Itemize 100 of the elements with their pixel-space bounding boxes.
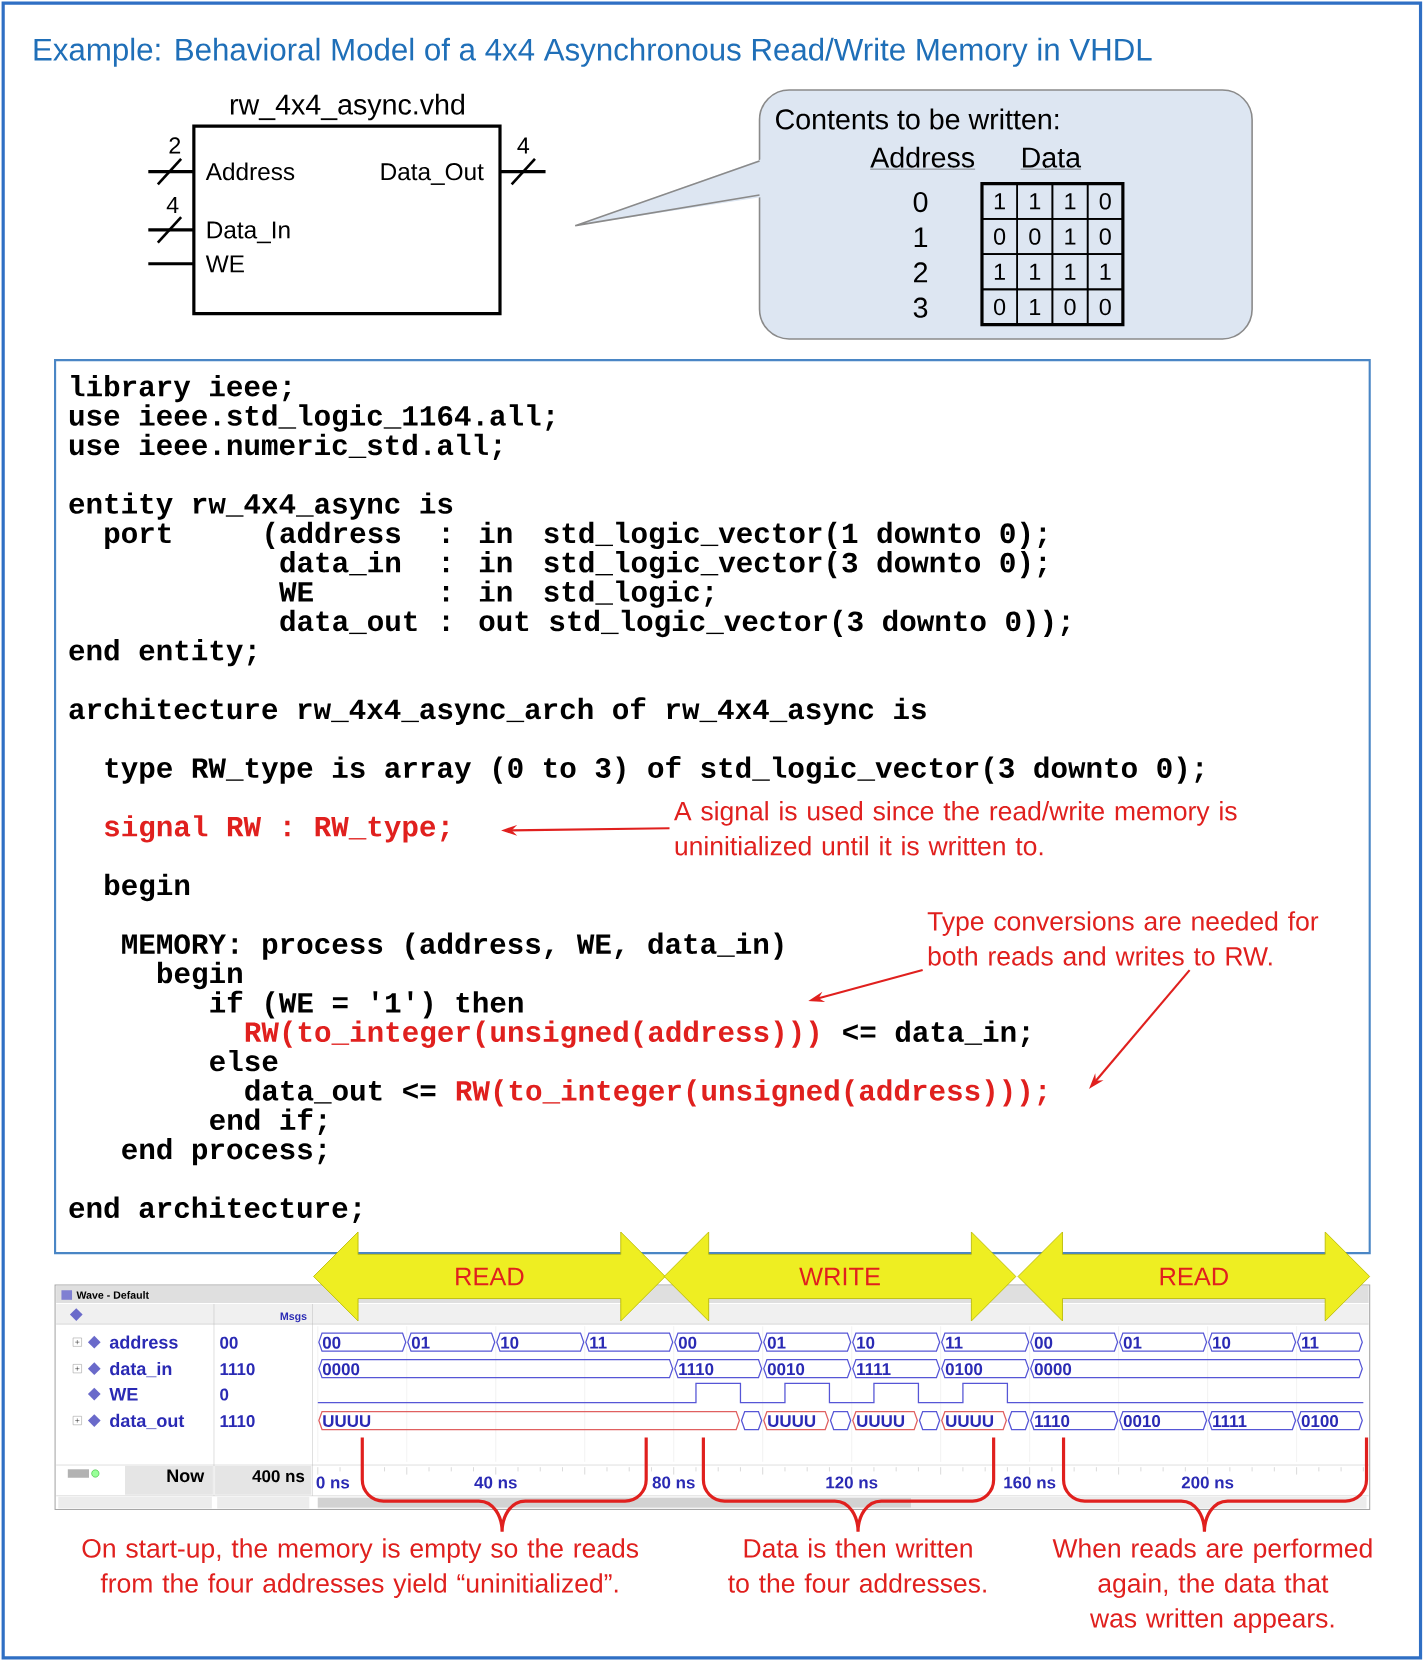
node-label: rw_4x4_async.vhd (231, 93, 465, 121)
bus-segment: 1111 (1208, 1410, 1297, 1431)
signal-name: WE (109, 1388, 138, 1401)
signal-name: data_out (110, 1413, 185, 1430)
code-line: : out std_logic_vector(3 downto 0)); (444, 609, 1069, 638)
table-cell: 0 (1016, 218, 1054, 255)
code-line: signal RW : RW_type; (105, 815, 449, 843)
table-cell: 0 (1086, 218, 1124, 255)
bus-segment: 1110 (1030, 1410, 1119, 1431)
code-line: entity rw_4x4_async is (69, 492, 453, 520)
time-label: 40 ns (474, 1476, 517, 1489)
code-line: end architecture; (69, 1196, 361, 1223)
bus-segment: 0100 (941, 1359, 1030, 1379)
time-label: 120 ns (826, 1476, 878, 1489)
code-line: : in (444, 521, 512, 543)
code-line: std_logic_vector(1 downto 0); (544, 521, 1046, 550)
code-line: library ieee; (71, 375, 291, 403)
time-label: 0 ns (316, 1476, 350, 1489)
bus-width: 4 (166, 196, 179, 213)
bus-segment: 10 (496, 1332, 585, 1352)
code-line: begin (158, 961, 242, 990)
bus-segment: 00 (318, 1332, 407, 1352)
code-line: MEMORY: process (address, WE, data_in) (122, 932, 783, 960)
signal-value: 1110 (220, 1363, 255, 1376)
code-line: (address (266, 521, 401, 549)
code-line: data_out <= (245, 1079, 436, 1104)
bus-segment: 10 (1208, 1332, 1297, 1352)
code-line: use ieee.numeric_std.all; (70, 433, 501, 461)
code-line: <= data_in; (843, 1020, 1029, 1047)
bus-segment: 01 (407, 1332, 496, 1352)
signal-value: 00 (220, 1336, 238, 1349)
time-label: 80 ns (652, 1476, 695, 1489)
table-cell: 1 (981, 253, 1019, 291)
table-cell: 1 (1051, 182, 1089, 220)
code-line: end if; (210, 1108, 326, 1135)
address-number: 3 (913, 297, 928, 318)
title: Example: Behavioral Model of a 4x4 Asynchronous Read/Write Memory in VHDL (34, 37, 1152, 67)
code-line: std_logic_vector(3 downto 0); (544, 551, 1046, 579)
table-cell: 0 (981, 288, 1019, 326)
code-line: : in (444, 580, 512, 602)
table-cell: 0 (981, 218, 1019, 255)
code-line: data_out (280, 609, 417, 635)
code-line: else (210, 1049, 278, 1072)
signal-name: address (109, 1335, 178, 1349)
annotation: A signal is used since the read/write memory is uninitialized until it is written to. (674, 801, 1237, 856)
bus-segment: UUUU (318, 1410, 741, 1431)
code-box (54, 359, 1371, 1255)
table-cell: 0 (1086, 288, 1124, 326)
annotation: Type conversions are needed for both reads and writes to RW. (927, 911, 1319, 966)
table-cell: 1 (1086, 253, 1124, 291)
status-cell: Now (125, 1466, 214, 1495)
address-number: 0 (913, 191, 928, 213)
table-cell: 1 (1016, 288, 1054, 326)
bus-segment: 0000 (1030, 1359, 1364, 1379)
phase-band: WRITE (663, 1231, 1017, 1322)
address-number: 1 (914, 227, 928, 248)
code-line: use ieee.std_logic_1164.all; (70, 404, 554, 432)
label: 1 (995, 193, 1006, 210)
code-line: if (WE = '1') then (210, 990, 523, 1019)
bus-segment: 0100 (1297, 1410, 1364, 1431)
code-line: begin (105, 873, 190, 902)
bus-segment: 1111 (852, 1359, 941, 1379)
signal-value: 0 (220, 1388, 229, 1401)
address-number: 2 (914, 262, 928, 283)
time-label: 160 ns (1004, 1476, 1056, 1489)
signal-name: data_in (110, 1361, 172, 1378)
table-cell: 1 (1051, 253, 1089, 291)
code-line: RW(to_integer(unsigned(address))) (245, 1020, 818, 1048)
code-line: std_logic; (544, 580, 713, 608)
bus-segment: 01 (1119, 1332, 1208, 1352)
bus-segment: 00 (1030, 1332, 1119, 1352)
bus-segment: UUUU (941, 1410, 1008, 1431)
bus-segment: 0010 (1119, 1410, 1208, 1431)
table-cell: 1 (1051, 218, 1089, 255)
bus-segment: 11 (941, 1332, 1030, 1352)
table-cell: 0 (1051, 288, 1089, 326)
phase-band: READ (1017, 1231, 1371, 1322)
code-line: end process; (122, 1137, 326, 1166)
bus-segment: UUUU (852, 1410, 919, 1431)
code-line: architecture rw_4x4_async_arch of rw_4x4_async is (69, 697, 926, 726)
code-line: end entity; (69, 639, 256, 667)
code-line: WE (279, 582, 314, 602)
caption: When reads are performed again, the data that was written appears. (1052, 1538, 1372, 1633)
bus-segment: 0000 (318, 1359, 674, 1379)
code-line: : in (444, 551, 512, 573)
bus-width: 4 (517, 137, 530, 154)
signal-value: 1110 (220, 1415, 255, 1428)
caption: On start-up, the memory is empty so the reads from the four addresses yield “uninitialized”. (82, 1538, 639, 1598)
caption: Data is then written to the four addresses. (728, 1538, 986, 1593)
bus-segment: 11 (1297, 1332, 1364, 1352)
time-label: 200 ns (1181, 1476, 1234, 1489)
bus-segment: 00 (674, 1332, 763, 1352)
bus-segment: 01 (763, 1332, 852, 1352)
bus-segment: UUUU (763, 1410, 830, 1431)
code-line: RW(to_integer(unsigned(address))); (456, 1079, 1046, 1107)
bus-segment: 0010 (763, 1359, 852, 1379)
label: Wave - Default (76, 1291, 150, 1299)
code-line: port (105, 523, 171, 549)
bus-segment: 1110 (674, 1359, 763, 1379)
bus-width: 2 (169, 137, 181, 154)
